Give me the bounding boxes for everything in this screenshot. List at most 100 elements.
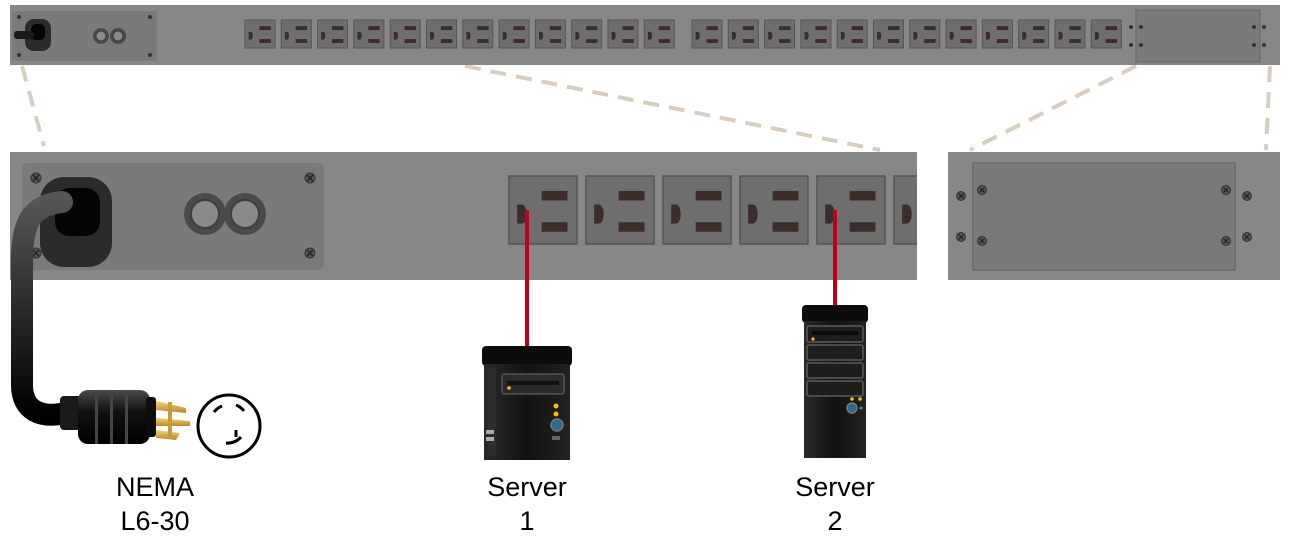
outlet-blade-slot xyxy=(658,39,671,43)
outlet-ground-slot xyxy=(1022,31,1027,40)
outlet-ground-slot xyxy=(321,31,326,40)
outlet-blade-slot xyxy=(541,190,568,201)
outlet-blade-slot xyxy=(586,39,598,43)
ac-outlet xyxy=(909,19,941,49)
outlet-ground-slot xyxy=(284,31,290,40)
outlet-blade-slot xyxy=(695,222,722,232)
overview-screw xyxy=(17,15,21,19)
outlet-blade-slot xyxy=(368,39,380,43)
outlet-blade-slot xyxy=(368,26,380,31)
ac-outlet xyxy=(764,19,796,49)
ac-outlet xyxy=(244,19,276,49)
outlet-blade-slot xyxy=(618,222,645,232)
server-1-icon xyxy=(482,346,572,460)
ac-outlet xyxy=(462,19,494,49)
plate-screw-slot xyxy=(1244,234,1250,240)
overview-screw xyxy=(148,53,152,57)
outlet-blade-slot xyxy=(259,26,271,31)
outlet-blade-slot xyxy=(960,26,972,31)
outlet-ground-slot xyxy=(840,31,845,40)
outlet-blade-slot xyxy=(1033,39,1045,43)
outlet-blade-slot xyxy=(924,26,936,31)
ac-outlet xyxy=(607,19,639,49)
outlet-ground-slot xyxy=(502,31,507,40)
outlet-blade-slot xyxy=(541,222,568,232)
circuit-breaker-buttons xyxy=(184,193,266,235)
outlet-blade-slot xyxy=(815,26,827,31)
outlet-blade-slot xyxy=(887,39,900,43)
power-cord xyxy=(10,191,81,426)
outlet-blade-slot xyxy=(513,39,525,43)
outlet-blade-slot xyxy=(658,26,671,31)
nema-l6-30-plug xyxy=(60,390,190,444)
outlet-blade-slot xyxy=(849,222,876,232)
outlet-ground-slot xyxy=(671,204,681,224)
outlet-blade-slot xyxy=(477,39,489,43)
outlet-blade-slot xyxy=(295,26,308,31)
plug-label-line1: NEMA xyxy=(115,472,194,502)
outlet-ground-slot xyxy=(986,31,991,40)
outlet-blade-slot xyxy=(332,39,344,43)
outlet-ground-slot xyxy=(949,31,954,40)
outlet-blade-slot xyxy=(1033,26,1045,31)
pdu-overview-strip xyxy=(10,5,1280,65)
outlet-blade-slot xyxy=(549,26,562,31)
outlet-ground-slot xyxy=(517,204,527,224)
outlet-ground-slot xyxy=(913,31,918,40)
ac-outlet xyxy=(662,175,732,245)
ac-outlet xyxy=(800,19,832,49)
outlet-ground-slot xyxy=(731,31,737,40)
outlet-blade-slot xyxy=(295,39,308,43)
outlet-ground-slot xyxy=(695,31,700,40)
outlet-blade-slot xyxy=(549,39,562,43)
panel-screw-slot xyxy=(306,174,314,182)
outlet-blade-slot xyxy=(404,26,416,31)
overview-screw xyxy=(1262,25,1266,29)
outlet-blade-slot xyxy=(742,39,755,43)
overview-screw xyxy=(1139,25,1143,29)
ac-outlet xyxy=(426,19,457,49)
outlet-ground-slot xyxy=(539,31,544,40)
outlet-blade-slot xyxy=(772,222,799,232)
outlet-ground-slot xyxy=(611,31,616,40)
outlet-blade-slot xyxy=(477,26,489,31)
overview-screw xyxy=(17,53,21,57)
overview-cord-stub xyxy=(14,31,34,39)
leader-line xyxy=(464,64,881,152)
ac-outlet xyxy=(498,19,530,49)
outlet-blade-slot xyxy=(1069,39,1081,43)
outlet-ground-slot xyxy=(248,31,253,40)
ac-outlet xyxy=(1018,19,1050,49)
outlet-ground-slot xyxy=(804,31,809,40)
ac-outlet xyxy=(280,19,312,49)
outlet-blade-slot xyxy=(1105,26,1118,31)
outlet-ground-slot xyxy=(1058,31,1063,40)
pdu-zoom-right xyxy=(948,152,1280,280)
outlet-ground-slot xyxy=(768,31,773,40)
ac-outlet xyxy=(691,19,723,49)
outlet-blade-slot xyxy=(622,26,634,31)
plate-screw-slot xyxy=(979,238,985,244)
outlet-ground-slot xyxy=(430,31,435,40)
outlet-blade-slot xyxy=(924,39,936,43)
ac-outlet xyxy=(317,19,349,49)
outlet-blade-slot xyxy=(815,39,827,43)
outlet-blade-slot xyxy=(332,26,344,31)
ac-outlet xyxy=(739,175,809,245)
outlet-blade-slot xyxy=(887,26,900,31)
outlet-blade-slot xyxy=(851,26,863,31)
outlet-ground-slot xyxy=(575,31,580,40)
pdu-zoom-left xyxy=(10,152,917,280)
outlet-ground-slot xyxy=(466,31,471,40)
server-2-icon xyxy=(802,305,868,458)
ac-outlet xyxy=(508,175,578,245)
outlet-blade-slot xyxy=(440,39,453,43)
overview-screw xyxy=(1252,25,1256,29)
outlet-ground-slot xyxy=(594,204,604,224)
ac-outlet xyxy=(873,19,904,49)
power-inlet xyxy=(40,177,112,267)
outlet-blade-slot xyxy=(618,190,645,201)
server-power-cables xyxy=(525,210,837,348)
outlet-ground-slot xyxy=(825,204,835,224)
outlet-ground-slot xyxy=(393,31,398,40)
